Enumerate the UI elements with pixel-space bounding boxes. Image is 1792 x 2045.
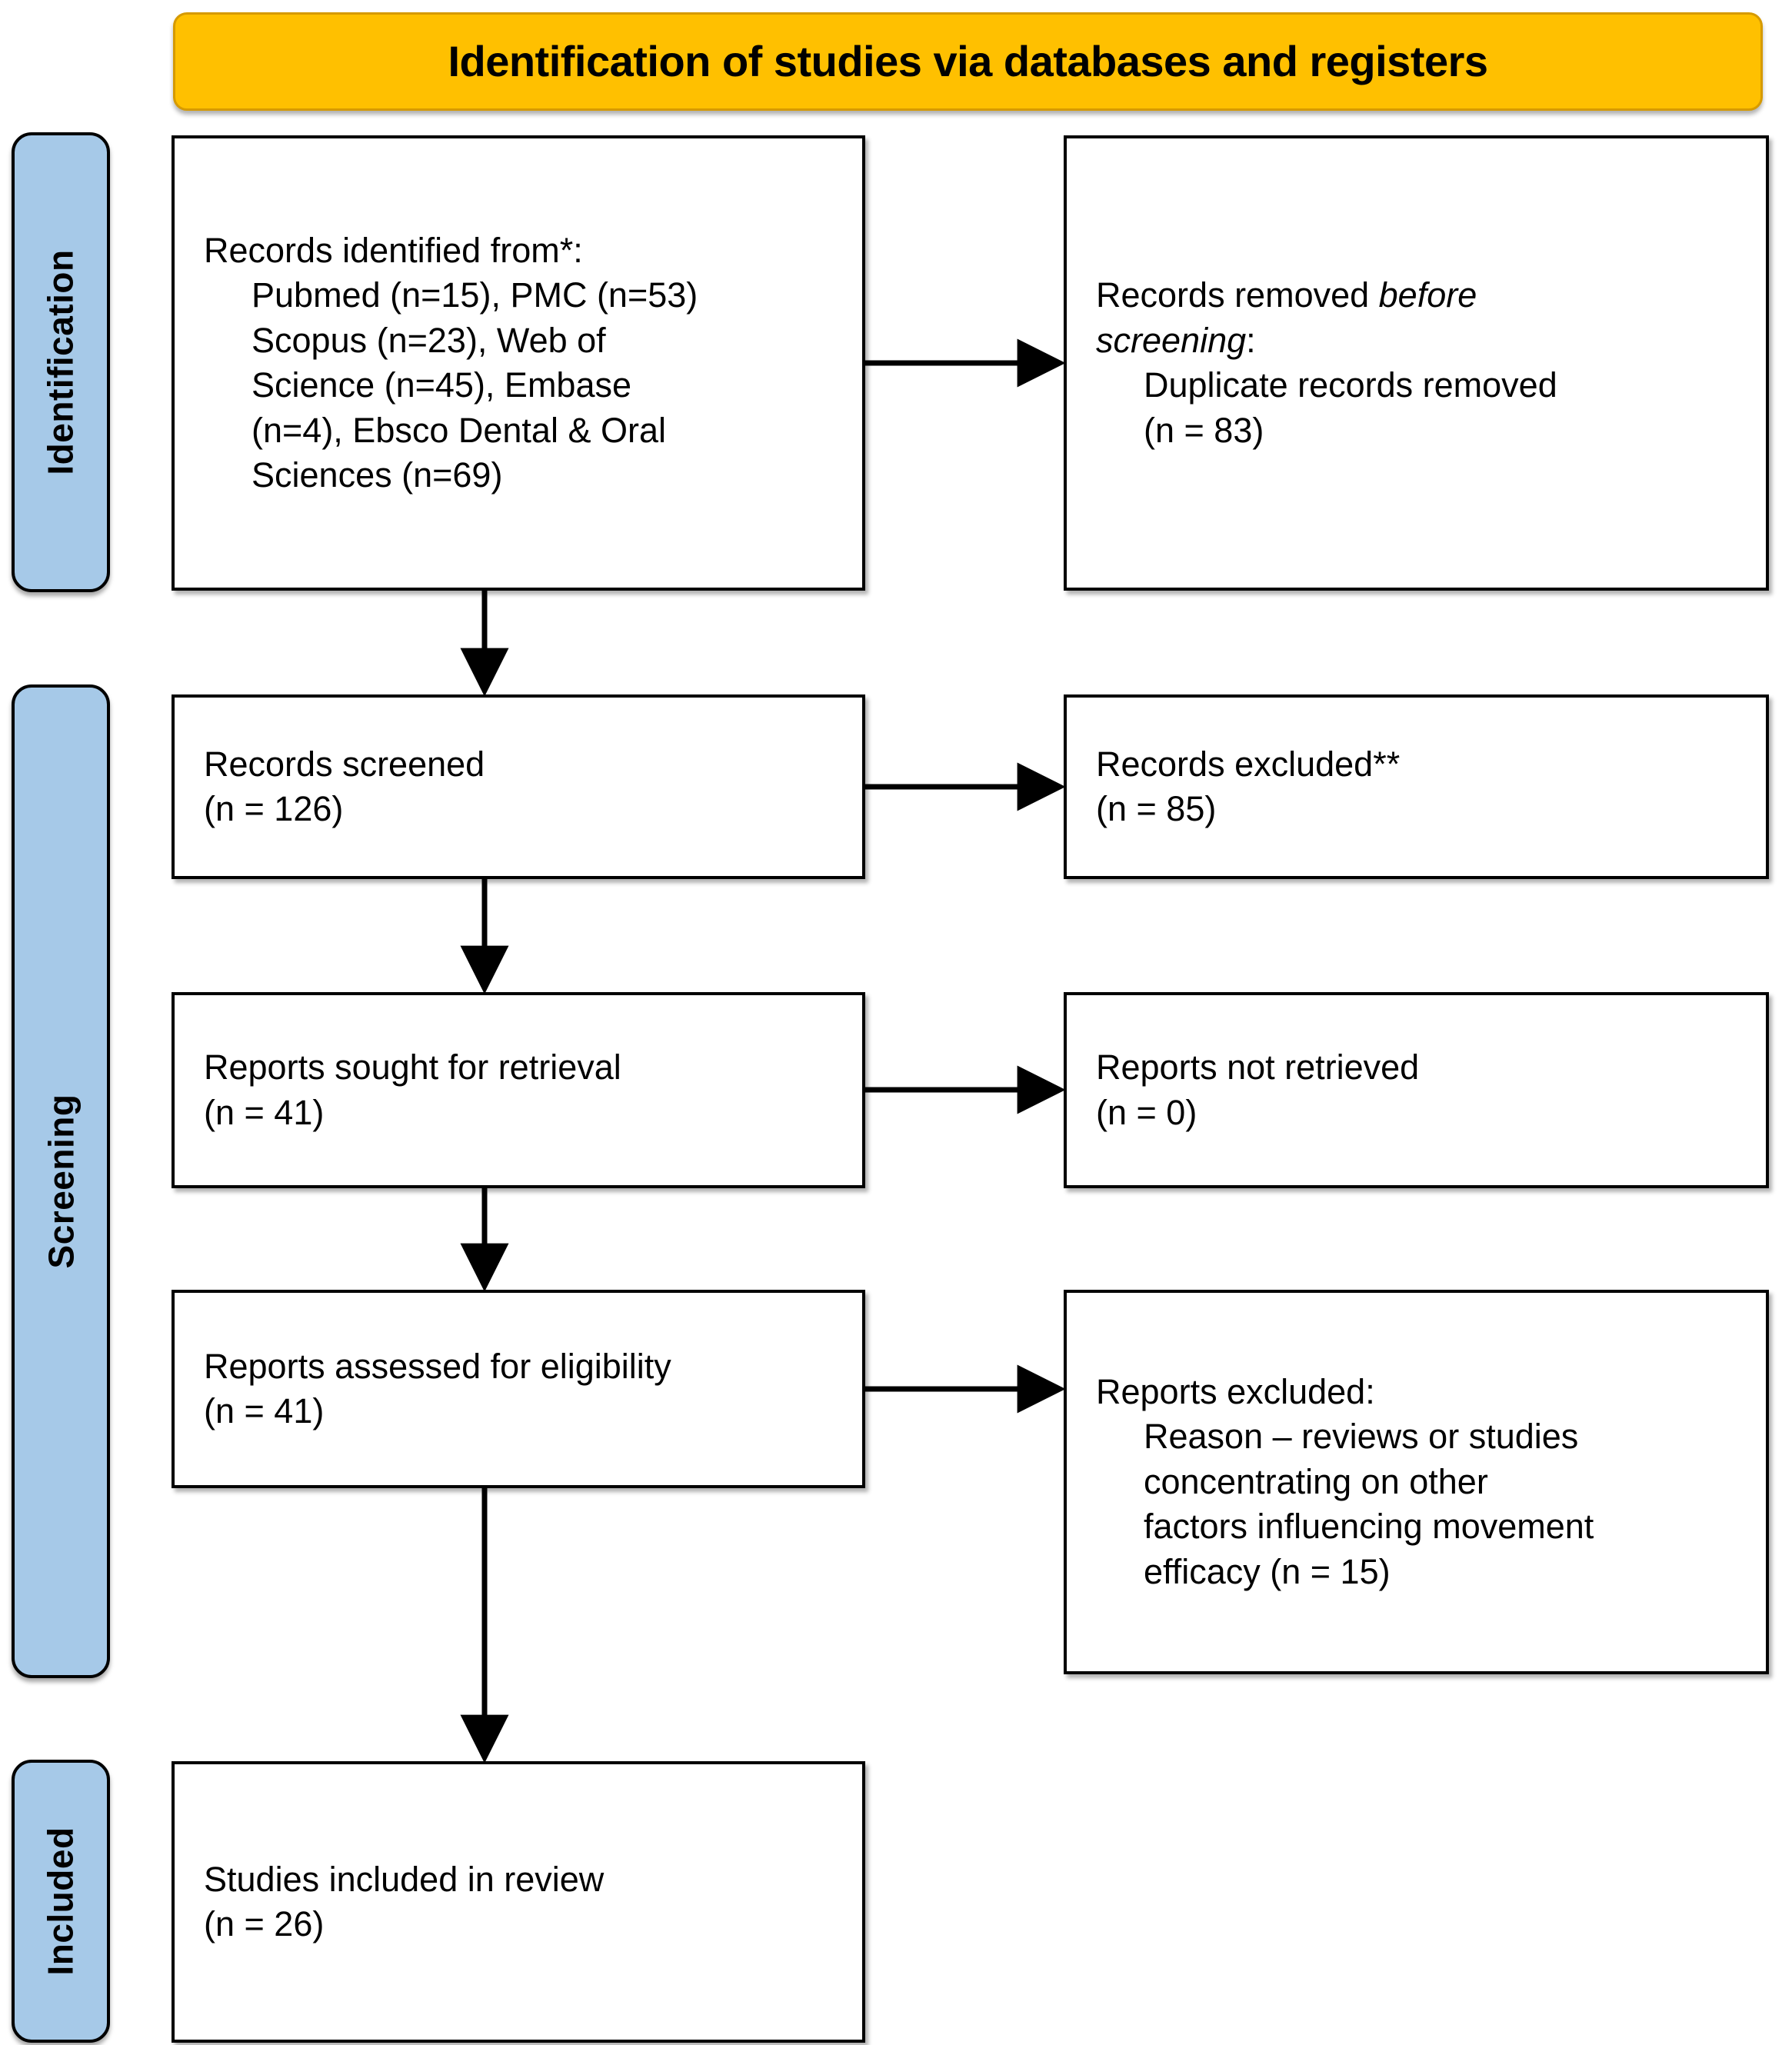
reports-excluded-line-4: factors influencing movement bbox=[1144, 1507, 1594, 1547]
box-reports-sought: Reports sought for retrieval (n = 41) bbox=[172, 992, 865, 1188]
reports-excluded-line-5: efficacy (n = 15) bbox=[1144, 1551, 1391, 1591]
records-removed-text-screening: screening bbox=[1096, 320, 1247, 360]
box-studies-included: Studies included in review (n = 26) bbox=[172, 1761, 865, 2043]
box-reports-not-retrieved: Reports not retrieved (n = 0) bbox=[1064, 992, 1769, 1188]
identification-banner: Identification of studies via databases … bbox=[173, 12, 1763, 111]
stage-tab-identification-label: Identification bbox=[41, 249, 82, 475]
box-records-excluded: Records excluded** (n = 85) bbox=[1064, 694, 1769, 879]
records-removed-text-a: Records removed bbox=[1096, 275, 1379, 315]
reports-excluded-line-1: Reports excluded: bbox=[1096, 1371, 1375, 1411]
stage-tab-included: Included bbox=[12, 1760, 110, 2043]
stage-tab-screening-label: Screening bbox=[41, 1094, 82, 1269]
records-removed-line-4: (n = 83) bbox=[1144, 410, 1264, 450]
reports-not-retrieved-line-2: (n = 0) bbox=[1096, 1092, 1197, 1132]
stage-tab-screening: Screening bbox=[12, 684, 110, 1678]
reports-sought-line-1: Reports sought for retrieval bbox=[204, 1047, 621, 1087]
box-reports-excluded: Reports excluded: Reason – reviews or st… bbox=[1064, 1290, 1769, 1674]
records-excluded-line-1: Records excluded** bbox=[1096, 744, 1401, 784]
records-identified-line-2: Pubmed (n=15), PMC (n=53) bbox=[251, 275, 698, 315]
reports-assessed-line-2: (n = 41) bbox=[204, 1391, 325, 1431]
records-removed-line-2: screening: bbox=[1096, 318, 1743, 364]
records-removed-line-3: Duplicate records removed bbox=[1144, 365, 1557, 405]
stage-tab-identification: Identification bbox=[12, 132, 110, 592]
banner-title: Identification of studies via databases … bbox=[448, 37, 1488, 85]
reports-assessed-line-1: Reports assessed for eligibility bbox=[204, 1346, 671, 1386]
box-records-screened: Records screened (n = 126) bbox=[172, 694, 865, 879]
records-identified-line-5: (n=4), Ebsco Dental & Oral bbox=[251, 410, 666, 450]
records-screened-line-1: Records screened bbox=[204, 744, 485, 784]
records-screened-line-2: (n = 126) bbox=[204, 789, 344, 828]
records-removed-text-before: before bbox=[1378, 275, 1477, 315]
records-removed-text-colon: : bbox=[1246, 320, 1256, 360]
reports-not-retrieved-line-1: Reports not retrieved bbox=[1096, 1047, 1420, 1087]
reports-sought-line-2: (n = 41) bbox=[204, 1092, 325, 1132]
records-excluded-line-2: (n = 85) bbox=[1096, 789, 1217, 828]
studies-included-line-1: Studies included in review bbox=[204, 1859, 605, 1899]
studies-included-line-2: (n = 26) bbox=[204, 1904, 325, 1943]
records-identified-line-3: Scopus (n=23), Web of bbox=[251, 320, 606, 360]
stage-tab-included-label: Included bbox=[41, 1827, 81, 1976]
records-identified-line-4: Science (n=45), Embase bbox=[251, 365, 632, 405]
records-removed-line-1: Records removed before bbox=[1096, 273, 1743, 318]
reports-excluded-line-2: Reason – reviews or studies bbox=[1144, 1417, 1579, 1457]
box-records-removed: Records removed before screening: Duplic… bbox=[1064, 135, 1769, 591]
box-reports-assessed: Reports assessed for eligibility (n = 41… bbox=[172, 1290, 865, 1488]
reports-excluded-line-3: concentrating on other bbox=[1144, 1461, 1488, 1501]
records-identified-line-6: Sciences (n=69) bbox=[251, 455, 503, 495]
records-identified-line-1: Records identified from*: bbox=[204, 230, 583, 270]
box-records-identified: Records identified from*: Pubmed (n=15),… bbox=[172, 135, 865, 591]
